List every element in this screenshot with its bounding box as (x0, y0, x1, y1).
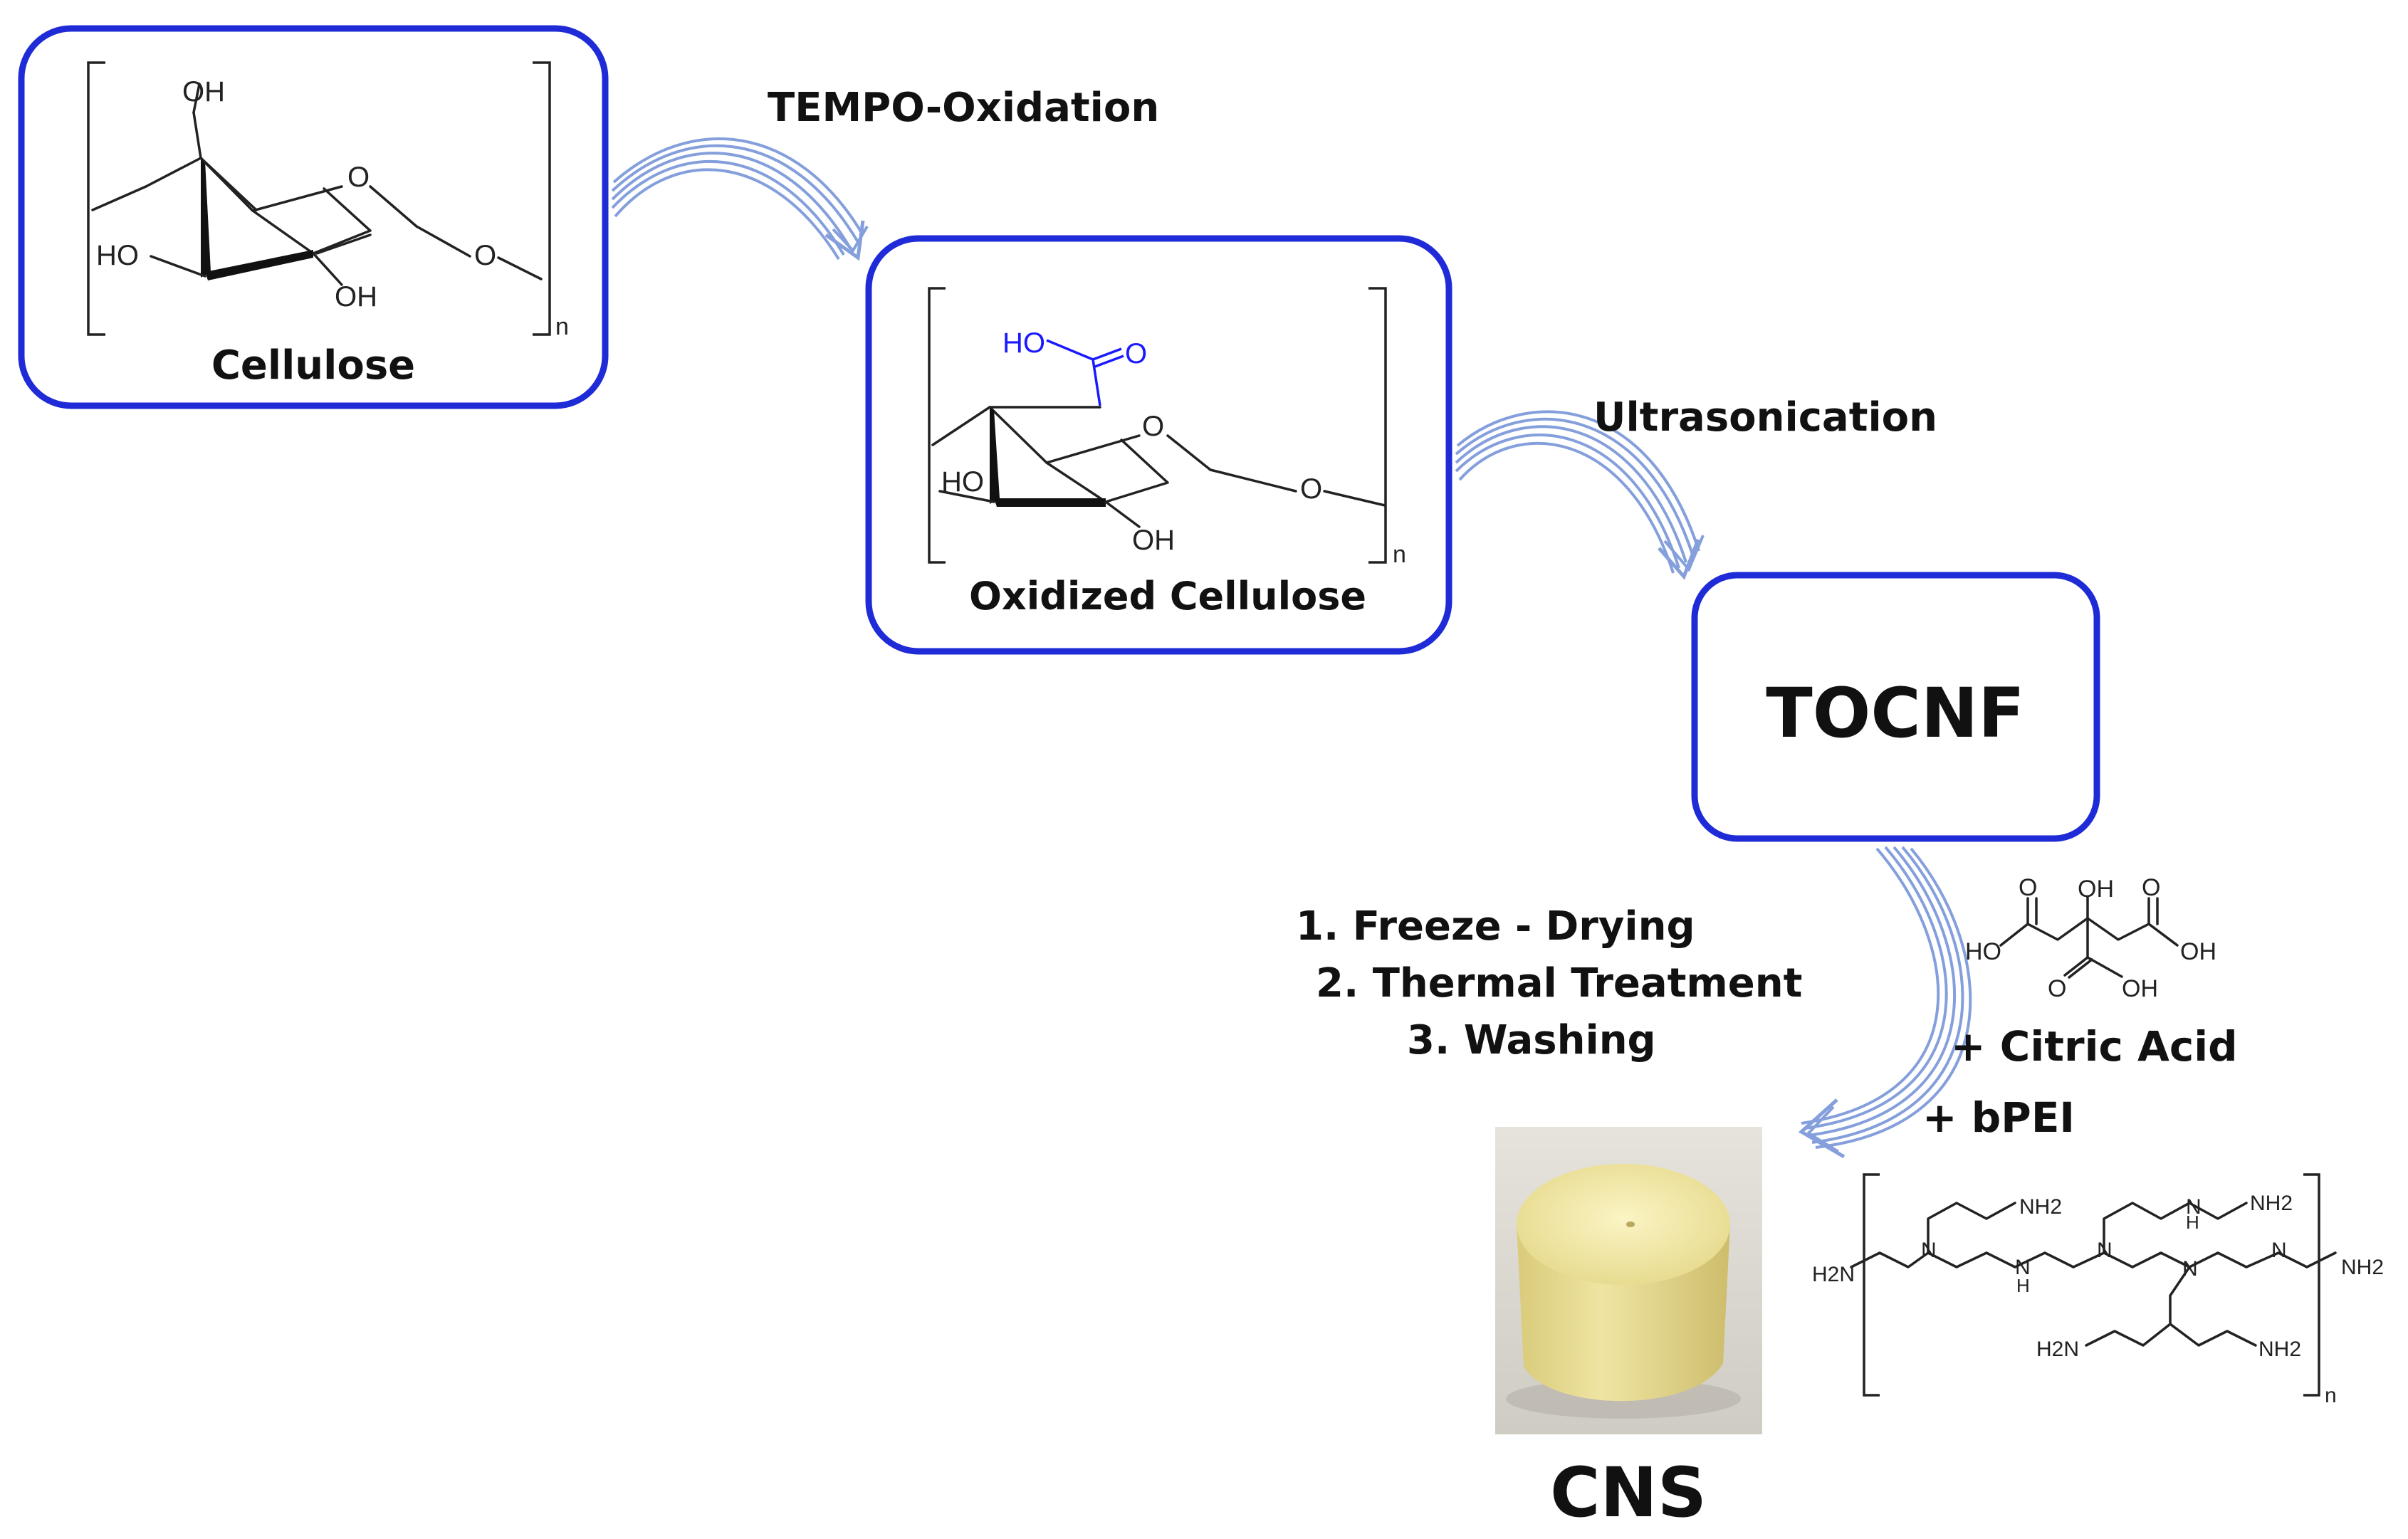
cns-label: CNS (1550, 1453, 1707, 1533)
nh2-label: NH2 (2250, 1192, 2293, 1215)
ring-oxygen-label: O (1142, 411, 1164, 442)
bpei-label: + bPEI (1922, 1093, 2075, 1142)
oxidized-cellulose-label: Oxidized Cellulose (969, 574, 1366, 619)
glycosidic-oxygen-label: O (1300, 473, 1322, 505)
glycosidic-oxygen-label: O (474, 240, 496, 271)
n-atom-label: N (2186, 1195, 2202, 1219)
process-steps: 1. Freeze - Drying 2. Thermal Treatment … (1296, 903, 1802, 1063)
ultrasonication-label: Ultrasonication (1593, 394, 1937, 441)
oh-label: OH (335, 281, 377, 312)
n-atom-label: N (2015, 1256, 2031, 1279)
tocnf-label: TOCNF (1766, 673, 2024, 753)
oh-label: OH (2180, 938, 2216, 965)
h2n-label: H2N (2036, 1338, 2079, 1361)
nh2-label: NH2 (2019, 1195, 2062, 1219)
oxidized-cellulose-box: HO O O HO OH O n Oxidized Cellulose (865, 235, 1452, 655)
oh-label: OH (2078, 876, 2114, 903)
citric-acid-label: + Citric Acid (1951, 1022, 2238, 1071)
tocnf-box: TOCNF (1691, 572, 2100, 842)
repeat-n-label: n (2325, 1384, 2337, 1407)
process-step: 2. Thermal Treatment (1316, 960, 1802, 1007)
citric-acid-structure: O OH O HO OH O OH (1965, 874, 2216, 1002)
ho-label: HO (1965, 938, 2001, 965)
cellulose-label: Cellulose (211, 342, 415, 389)
oh-label: OH (182, 76, 225, 107)
carbonyl-o-label: O (2048, 975, 2066, 1002)
cellulose-box: OH O HO OH O n Cellulose (18, 25, 609, 409)
h-atom-label: H (2186, 1212, 2199, 1233)
repeat-n-label: n (555, 313, 569, 340)
ho-label: HO (96, 240, 139, 271)
n-atom-label: N (2182, 1257, 2198, 1281)
ho-label: HO (941, 466, 984, 498)
ring-oxygen-label: O (347, 162, 370, 193)
oxidized-cellulose-structure: HO O O HO OH O n (928, 287, 1406, 568)
arrow-ultrasonication (1455, 410, 1705, 580)
nh2-label: NH2 (2258, 1338, 2301, 1361)
cns-photo (1495, 1127, 1762, 1434)
arrow-to-cns (1798, 846, 1972, 1159)
n-atom-label: N (2097, 1239, 2113, 1262)
process-step: 1. Freeze - Drying (1296, 903, 1695, 950)
cellulose-structure: OH O HO OH O n (87, 61, 569, 340)
repeat-n-label: n (1393, 541, 1406, 568)
n-atom-label: N (2271, 1239, 2287, 1262)
tempo-oxidation-label: TEMPO-Oxidation (768, 85, 1159, 131)
n-atom-label: N (1921, 1239, 1937, 1262)
carbonyl-o-label: O (2019, 874, 2037, 901)
h2n-label: H2N (1812, 1263, 1855, 1286)
oh-label: OH (2122, 975, 2158, 1002)
nh2-label: NH2 (2341, 1256, 2384, 1279)
process-step: 3. Washing (1407, 1017, 1656, 1063)
oh-label: OH (1132, 525, 1175, 556)
carboxyl-o-label: O (1125, 338, 1147, 369)
h-atom-label: H (2016, 1275, 2030, 1296)
carbonyl-o-label: O (2142, 874, 2160, 901)
arrow-tempo-oxidation (611, 137, 869, 261)
bpei-structure: H2N N NH2 N H N N H NH2 N N NH2 H2N NH2 … (1812, 1173, 2384, 1407)
carboxyl-ho-label: HO (1003, 327, 1045, 359)
